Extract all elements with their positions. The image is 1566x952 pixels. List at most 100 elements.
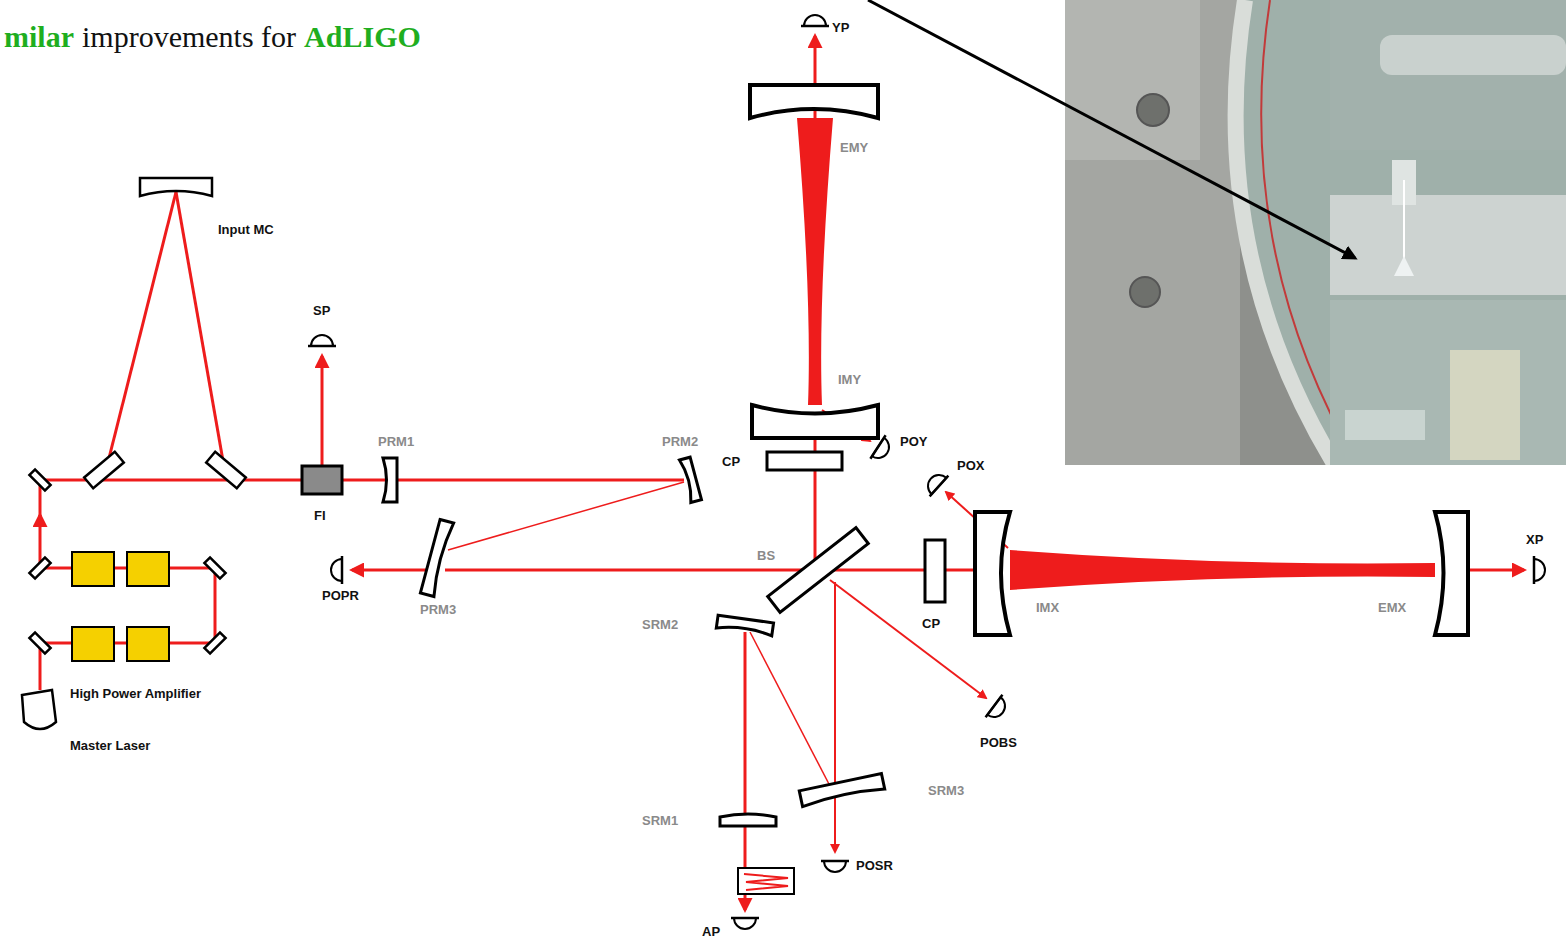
photodetector bbox=[731, 918, 759, 929]
component-label: FI bbox=[314, 508, 326, 523]
heading-text: AdLIGO bbox=[304, 20, 421, 54]
component-label: High Power Amplifier bbox=[70, 686, 201, 701]
signal-recycling-mirror bbox=[799, 773, 884, 806]
glass-lower bbox=[1330, 300, 1566, 465]
component-label: CP bbox=[922, 616, 940, 631]
beam bbox=[445, 569, 810, 572]
arm-cavity-beam bbox=[797, 118, 833, 405]
suspension-photo bbox=[1065, 0, 1566, 465]
mirror-label: IMX bbox=[1036, 600, 1059, 615]
photodetector bbox=[801, 15, 829, 26]
photodetector bbox=[1534, 556, 1545, 584]
beam bbox=[834, 582, 836, 785]
bolt-hole bbox=[1130, 277, 1160, 307]
mode-cleaner-mirror bbox=[140, 178, 212, 196]
amplifier-stages bbox=[72, 552, 169, 661]
pointer-arrow bbox=[868, 0, 1355, 258]
detector-label: SP bbox=[313, 303, 330, 318]
detector-label: POSR bbox=[856, 858, 893, 873]
photodetector bbox=[870, 435, 894, 464]
photodetector bbox=[331, 556, 342, 584]
compensation-plate bbox=[925, 540, 945, 602]
beam bbox=[40, 479, 302, 482]
mirror-label: IMY bbox=[838, 372, 861, 387]
reflection bbox=[1345, 410, 1425, 440]
detector-label: POPR bbox=[322, 588, 359, 603]
beam bbox=[744, 632, 747, 868]
metal-bracket bbox=[1065, 0, 1200, 160]
photodetector bbox=[308, 335, 336, 346]
signal-recycling-mirror bbox=[716, 615, 773, 636]
mirror-label: BS bbox=[757, 548, 775, 563]
optics bbox=[302, 85, 1468, 894]
recycling-mirror bbox=[679, 457, 701, 502]
photodetector bbox=[986, 695, 1012, 724]
beam-arrow bbox=[834, 795, 836, 852]
steering-mirror bbox=[204, 557, 225, 578]
mode-cleaner-mirror bbox=[206, 452, 246, 488]
beam bbox=[828, 569, 975, 572]
steering-mirror bbox=[29, 469, 50, 490]
beam-arrow bbox=[744, 894, 747, 910]
component-label: CP bbox=[722, 454, 740, 469]
amplifier-block bbox=[127, 627, 169, 661]
detector-label: AP bbox=[702, 924, 720, 939]
fiber-weld bbox=[1394, 256, 1414, 276]
beam-arrow bbox=[830, 580, 986, 698]
recycling-mirror bbox=[383, 458, 397, 502]
compensation-plate bbox=[767, 452, 842, 470]
detector-label: POX bbox=[957, 458, 984, 473]
beam bbox=[104, 192, 176, 478]
photodetector bbox=[821, 861, 849, 872]
beam bbox=[448, 482, 684, 550]
steering-mirror bbox=[29, 632, 50, 653]
laser-beam bbox=[40, 192, 302, 690]
amplifier-block bbox=[127, 552, 169, 586]
beam-arrow bbox=[1468, 569, 1524, 572]
silica-fiber bbox=[1403, 180, 1405, 262]
mirror-label: SRM1 bbox=[642, 813, 678, 828]
mirror-label: SRM3 bbox=[928, 783, 964, 798]
output-isolator bbox=[738, 868, 794, 894]
glass-upper bbox=[1330, 0, 1566, 150]
detector-label: POY bbox=[900, 434, 927, 449]
reflection bbox=[1450, 350, 1520, 460]
photodetector bbox=[921, 468, 948, 496]
mirror-glass bbox=[1236, 0, 1566, 465]
steering-mirrors bbox=[29, 178, 245, 654]
test-mass bbox=[752, 405, 878, 438]
steering-mirror bbox=[29, 557, 50, 578]
steering-mirror bbox=[204, 632, 225, 653]
test-mass bbox=[975, 512, 1010, 635]
master-laser bbox=[22, 690, 56, 729]
main-beams bbox=[322, 36, 1524, 910]
silica-ear bbox=[1380, 35, 1566, 75]
heading-text: milar bbox=[4, 20, 74, 54]
test-mass bbox=[1435, 512, 1468, 635]
bolt-hole bbox=[1137, 94, 1169, 126]
mirror-rim bbox=[1236, 0, 1335, 465]
beam bbox=[750, 632, 830, 786]
faraday-isolator bbox=[302, 466, 342, 494]
photodetectors bbox=[308, 15, 1545, 929]
beam-arrow bbox=[321, 356, 324, 466]
beam-arrow bbox=[352, 569, 430, 572]
amplifier-block bbox=[72, 552, 114, 586]
mirror-label: PRM2 bbox=[662, 434, 698, 449]
component-label: Master Laser bbox=[70, 738, 150, 753]
signal-recycling-mirror bbox=[720, 814, 776, 826]
mode-cleaner-mirror bbox=[84, 452, 124, 488]
detector-label: POBS bbox=[980, 735, 1017, 750]
beam bbox=[214, 568, 217, 643]
metal-frame bbox=[1065, 0, 1240, 465]
photo-ground bbox=[1065, 0, 1566, 465]
arm-cavity-beam bbox=[1010, 550, 1435, 590]
mirror-label: EMY bbox=[840, 140, 868, 155]
isolator-beam bbox=[744, 874, 788, 890]
amplifier-block bbox=[72, 627, 114, 661]
mirror-label: SRM2 bbox=[642, 617, 678, 632]
mirror-label: PRM1 bbox=[378, 434, 414, 449]
detector-label: YP bbox=[832, 20, 849, 35]
